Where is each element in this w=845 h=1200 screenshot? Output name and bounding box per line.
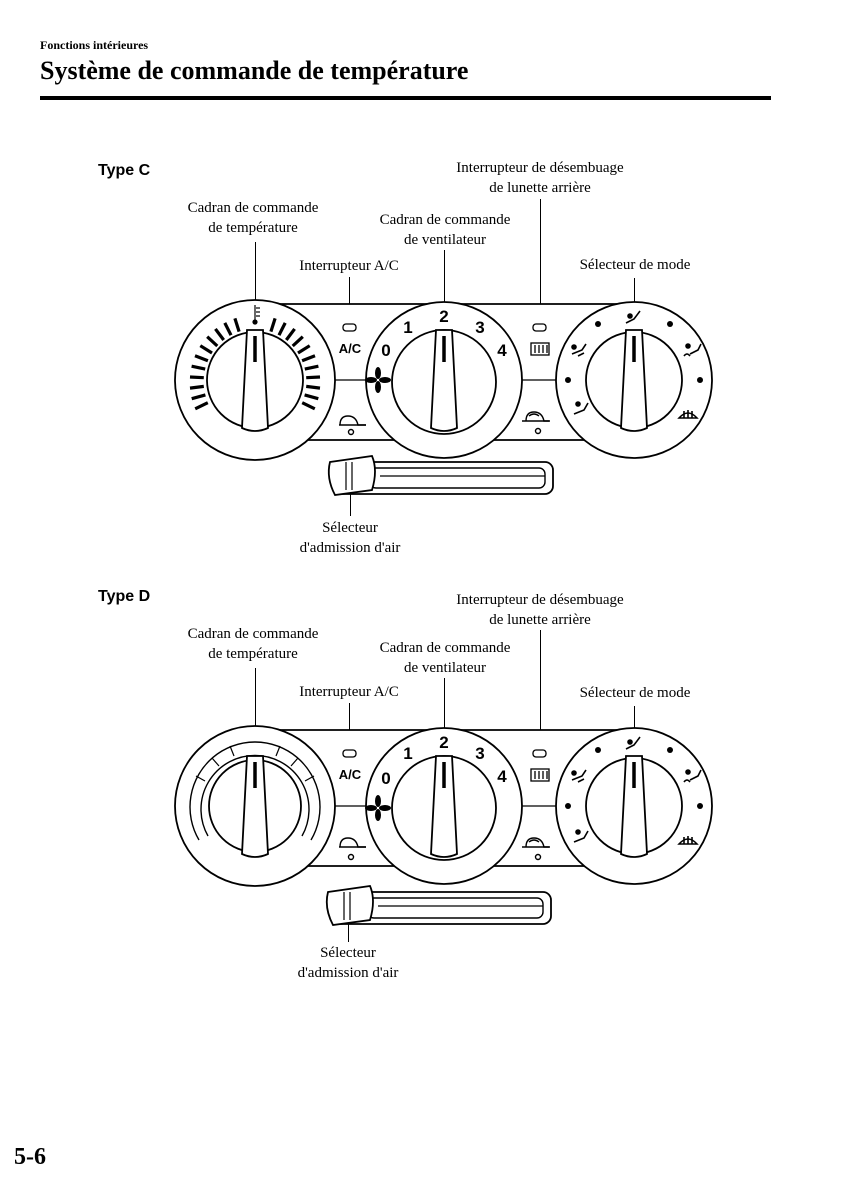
type-c-control-panel: A/C 0 1 2 3 4 [174, 299, 713, 496]
type-d-intake-leader [348, 918, 349, 942]
type-c-mode-selector-callout: Sélecteur de mode [579, 257, 691, 273]
fan-speed-2: 2 [439, 733, 448, 752]
fan-speed-0: 0 [381, 769, 390, 788]
rear-defog-icon[interactable] [530, 342, 550, 356]
fresh-air-icon [339, 415, 366, 436]
type-c-ac-leader [349, 277, 350, 315]
fan-speed-3: 3 [475, 744, 484, 763]
type-c-air-intake-callout: Sélecteur d'admission d'air [299, 520, 401, 556]
type-d-ac-switch-callout: Interrupteur A/C [299, 684, 399, 700]
air-intake-selector[interactable] [325, 885, 552, 926]
fan-speed-1: 1 [403, 744, 412, 763]
recirculate-icon [522, 411, 550, 435]
type-d-temp-dial-callout: Cadran de commande de température [187, 626, 319, 662]
fan-icon [365, 795, 391, 821]
type-d-mode-selector-callout: Sélecteur de mode [579, 685, 691, 701]
ac-indicator-light [342, 323, 357, 332]
type-d-label: Type D [98, 588, 151, 605]
type-c-mode-leader [634, 278, 635, 302]
defog-indicator-light [532, 323, 547, 332]
type-c-ac-switch-callout: Interrupteur A/C [299, 258, 399, 274]
mode-dial[interactable] [555, 727, 713, 885]
mode-dial[interactable] [555, 301, 713, 459]
type-c-label: Type C [98, 162, 151, 179]
fan-speed-4: 4 [497, 767, 507, 786]
floor-vent-icon [573, 829, 589, 843]
type-d-control-panel: A/C 0 1 2 3 4 [174, 725, 713, 926]
type-c-defog-leader [540, 199, 541, 317]
defrost-icon [677, 410, 699, 419]
face-vent-icon [625, 310, 641, 324]
temperature-dial[interactable] [174, 299, 336, 461]
type-d-mode-leader [634, 706, 635, 728]
fan-speed-4: 4 [497, 341, 507, 360]
fan-speed-0: 0 [381, 341, 390, 360]
ac-indicator-light [342, 749, 357, 758]
type-c-temp-leader [255, 242, 256, 302]
section-label: Fonctions intérieures [40, 38, 149, 52]
mode-dot [697, 377, 703, 383]
mode-dot [697, 803, 703, 809]
mode-dot [565, 803, 571, 809]
page-number: 5-6 [14, 1144, 46, 1170]
thermometer-icon [252, 305, 260, 325]
type-d-fan-dial-callout: Cadran de commande de ventilateur [379, 640, 511, 676]
mode-dot [667, 747, 673, 753]
title-rule [40, 96, 771, 100]
type-d-rear-defog-callout: Interrupteur de désembuage de lunette ar… [456, 592, 624, 628]
recirculate-icon [522, 837, 550, 861]
floor-vent-icon [573, 401, 589, 415]
fan-speed-2: 2 [439, 307, 448, 326]
type-d-ac-leader [349, 703, 350, 741]
type-c-rear-defog-callout: Interrupteur de désembuage de lunette ar… [456, 160, 624, 196]
mode-dot [595, 321, 601, 327]
ac-button-label[interactable]: A/C [339, 341, 362, 356]
type-c-fan-dial-callout: Cadran de commande de ventilateur [379, 212, 511, 248]
bi-level-icon [571, 343, 587, 357]
rear-defog-icon[interactable] [530, 768, 550, 782]
fan-speed-3: 3 [475, 318, 484, 337]
type-d-air-intake-callout: Sélecteur d'admission d'air [297, 945, 399, 981]
defog-indicator-light [532, 749, 547, 758]
fresh-air-icon [339, 837, 366, 861]
fan-dial[interactable] [365, 301, 523, 459]
face-vent-icon [625, 736, 641, 750]
temperature-dial[interactable] [174, 725, 336, 887]
fan-speed-1: 1 [403, 318, 412, 337]
mode-dot [667, 321, 673, 327]
floor-defrost-icon [683, 769, 702, 783]
fan-dial[interactable] [365, 727, 523, 885]
type-d-defog-leader [540, 630, 541, 743]
page-title: Système de commande de température [40, 56, 469, 85]
type-d-temp-leader [255, 668, 256, 728]
mode-dot [595, 747, 601, 753]
defrost-icon [677, 836, 699, 845]
type-c-temp-dial-callout: Cadran de commande de température [187, 200, 319, 236]
fan-icon [365, 367, 391, 393]
bi-level-icon [571, 769, 587, 783]
ac-button-label[interactable]: A/C [339, 767, 362, 782]
air-intake-selector[interactable] [327, 455, 554, 496]
type-c-fan-leader [444, 250, 445, 302]
type-c-intake-leader [350, 492, 351, 516]
type-d-fan-leader [444, 678, 445, 728]
floor-defrost-icon [683, 343, 702, 357]
mode-dot [565, 377, 571, 383]
